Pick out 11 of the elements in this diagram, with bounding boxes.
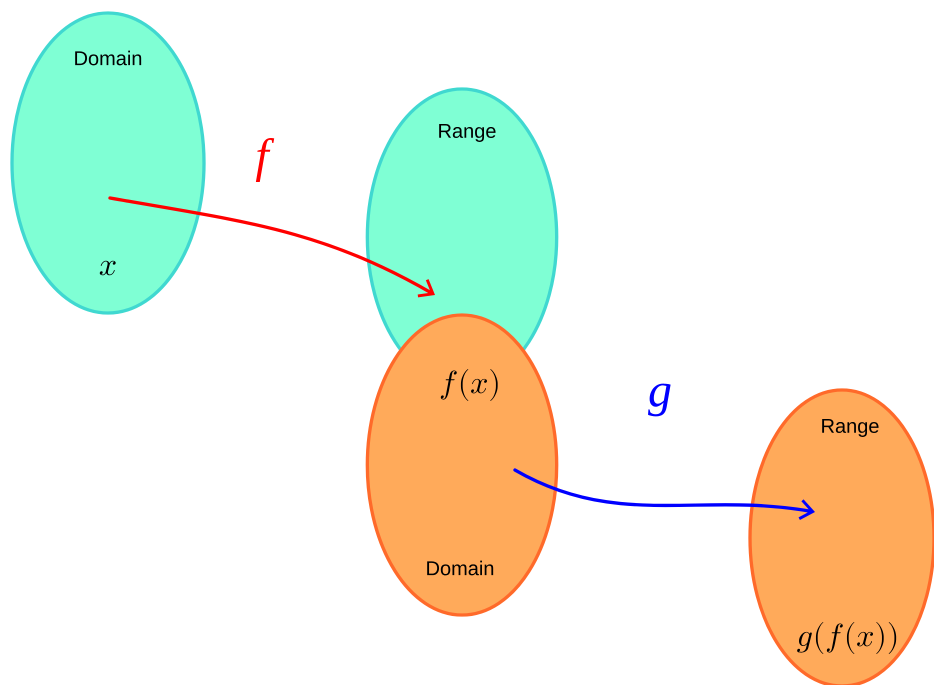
math-label: $g(f(x))$	[797, 622, 896, 654]
set-label: Domain	[75, 50, 142, 66]
arrow	[108, 196, 435, 298]
math-label: $f(x)$	[440, 369, 498, 401]
set-label: Range	[822, 419, 879, 437]
edge-label: g	[648, 384, 671, 416]
edge-label: f	[256, 138, 274, 182]
set-label: Range	[439, 124, 496, 142]
set-label: Domain	[427, 560, 494, 576]
arrow	[513, 468, 816, 520]
math-label: $x$	[100, 260, 116, 276]
